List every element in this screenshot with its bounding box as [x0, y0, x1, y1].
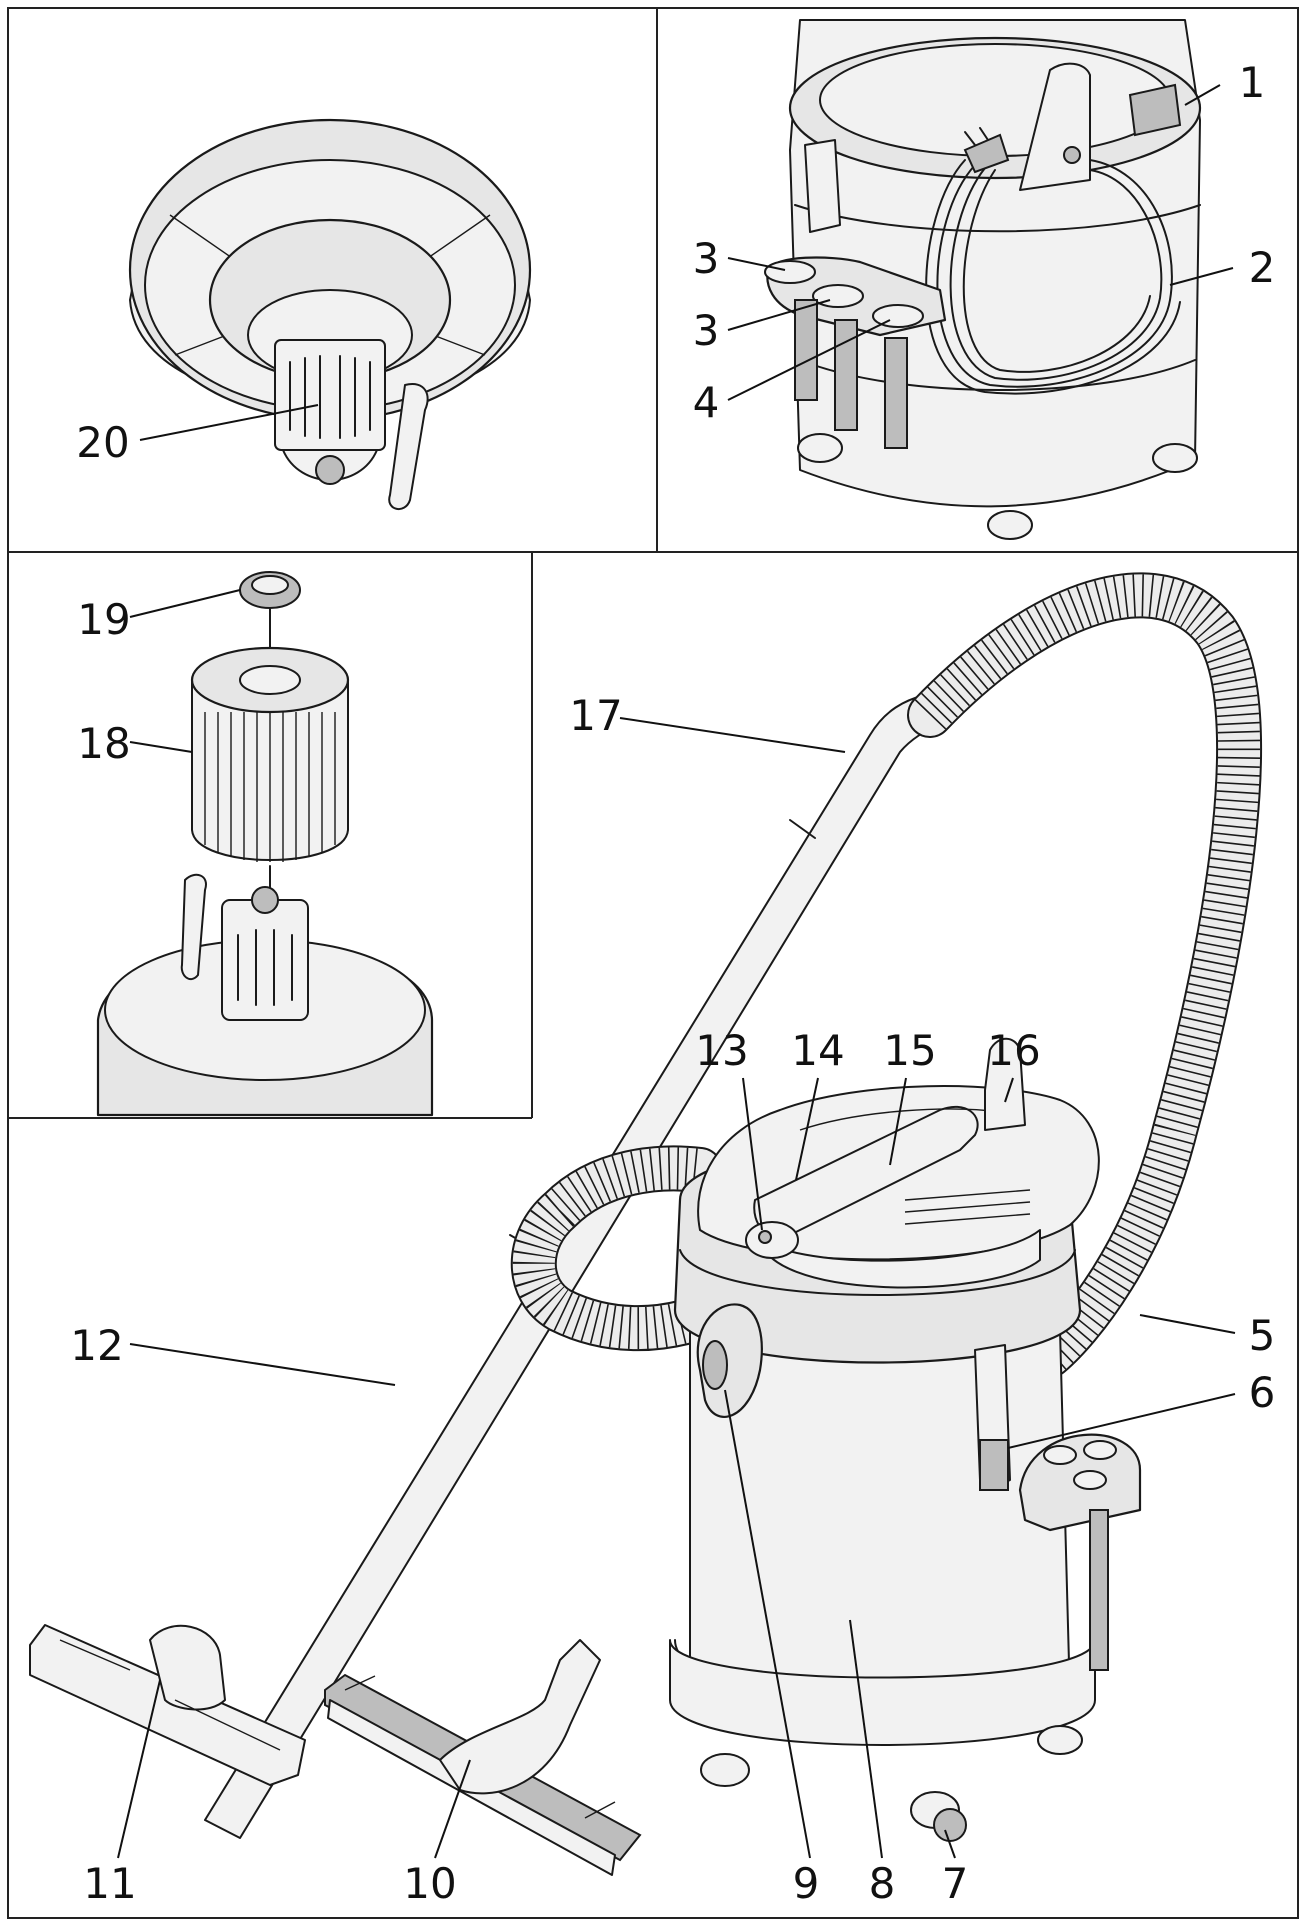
callout-2: 2	[1249, 243, 1276, 292]
cord-storage-view	[764, 19, 1202, 540]
callout-12: 12	[70, 1321, 123, 1370]
main-vacuum-view	[29, 572, 1263, 1876]
panel-frames	[7, 7, 1299, 1919]
callout-20: 20	[76, 418, 129, 467]
callout-16: 16	[987, 1026, 1040, 1075]
leader-lines	[117, 84, 1236, 1859]
filter-exploded-view	[96, 571, 434, 1117]
callout-14: 14	[791, 1026, 844, 1075]
callout-13: 13	[695, 1026, 748, 1075]
callout-labels: 1 2 3 3 4 5 6 7 8 9 10 11 12 13 14 15 16…	[70, 58, 1275, 1908]
callout-11: 11	[83, 1859, 136, 1908]
callout-8: 8	[869, 1859, 896, 1908]
callout-18: 18	[77, 719, 130, 768]
callout-19: 19	[77, 595, 130, 644]
callout-7: 7	[942, 1859, 969, 1908]
callout-17: 17	[569, 691, 622, 740]
callout-3a: 3	[693, 234, 720, 283]
callout-9: 9	[793, 1859, 820, 1908]
callout-5: 5	[1249, 1311, 1276, 1360]
callout-3b: 3	[693, 306, 720, 355]
callout-10: 10	[403, 1859, 456, 1908]
callout-6: 6	[1249, 1368, 1276, 1417]
callout-15: 15	[883, 1026, 936, 1075]
callout-1: 1	[1239, 58, 1266, 107]
callout-4: 4	[693, 378, 720, 427]
filter-basket-view	[128, 118, 532, 510]
